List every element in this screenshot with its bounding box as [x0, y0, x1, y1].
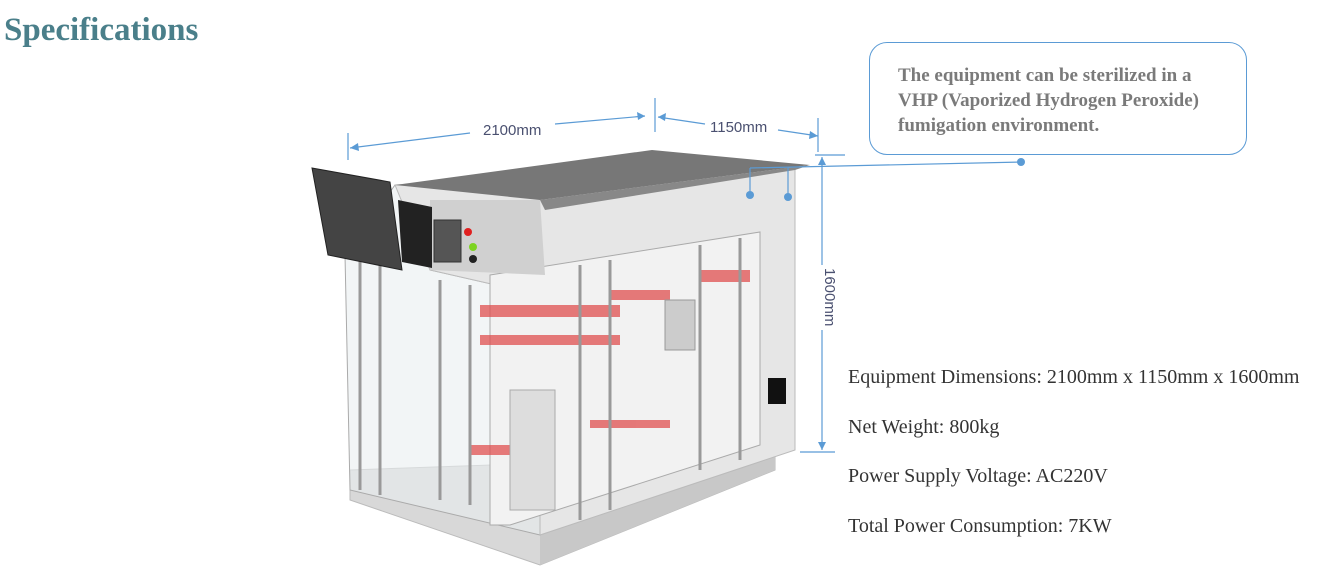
spec-net-weight: Net Weight: 800kg [848, 415, 1000, 438]
monitor [311, 167, 403, 271]
spec-power-consumption: Total Power Consumption: 7KW [848, 514, 1112, 537]
length-dimension-label: 2100mm [483, 122, 541, 139]
width-dimension-label: 1150mm [710, 119, 767, 136]
spec-list: Equipment Dimensions: 2100mm x 1150mm x … [848, 366, 1299, 564]
spec-dimensions: Equipment Dimensions: 2100mm x 1150mm x … [848, 366, 1300, 388]
control-panel [433, 219, 462, 263]
dimension-lines [347, 98, 1022, 453]
marker-dot [746, 191, 754, 199]
height-dimension-label: 1600mm [821, 268, 838, 326]
callout-pointer-dot [1017, 158, 1025, 166]
vhp-callout: The equipment can be sterilized in a VHP… [869, 42, 1247, 155]
internal-racks [470, 270, 750, 455]
spec-power-voltage: Power Supply Voltage: AC220V [848, 465, 1108, 487]
page-title: Specifications [4, 12, 199, 48]
vent [768, 378, 786, 404]
machine-top [395, 150, 810, 200]
marker-dot [784, 193, 792, 201]
emergency-stop-button [464, 228, 472, 236]
